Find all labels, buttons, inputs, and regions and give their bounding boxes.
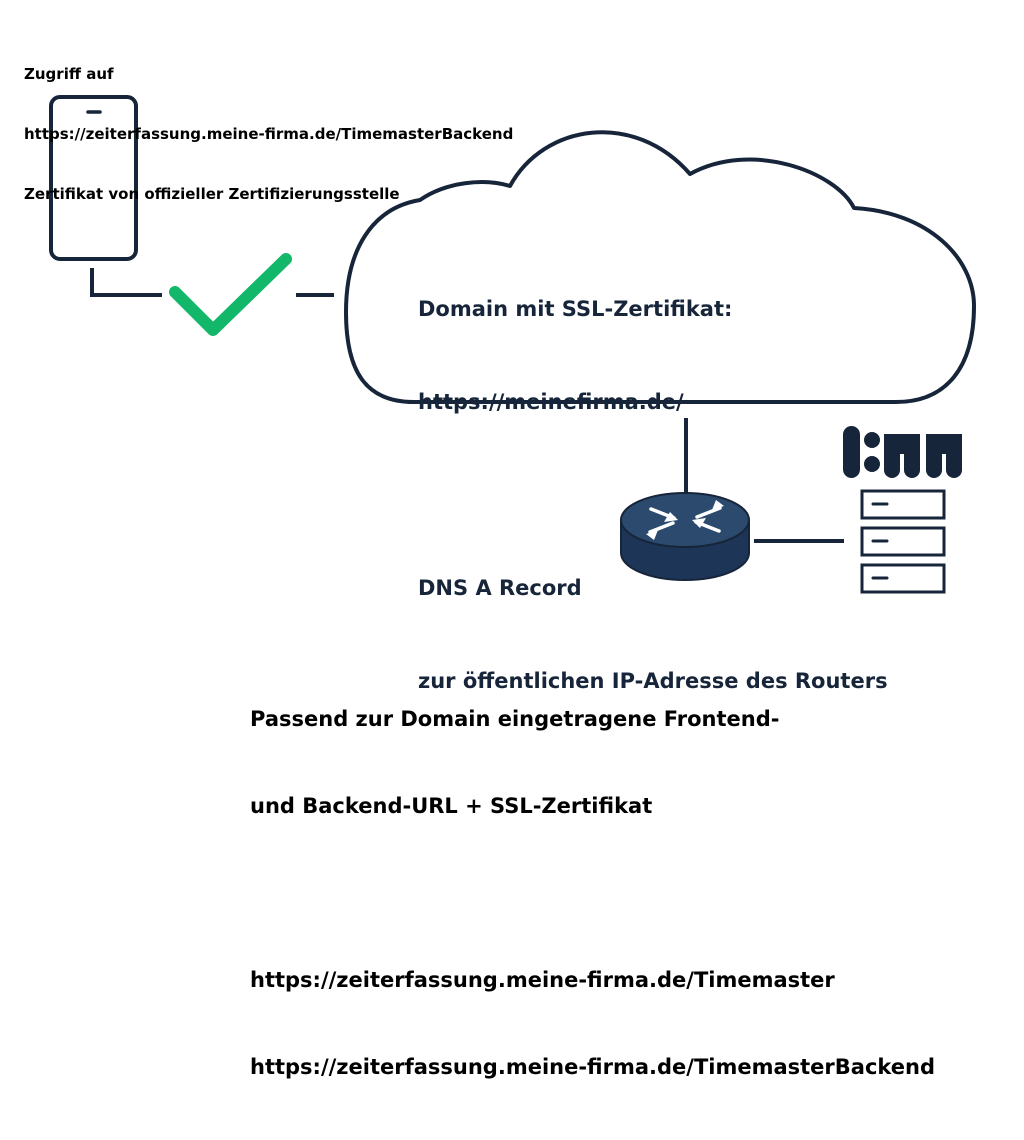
- access-caption-line-1: Zugriff auf: [24, 65, 114, 83]
- phone-connector-line: [90, 268, 162, 297]
- cloud-label-line-3: [418, 480, 888, 511]
- description-line-3: [250, 879, 935, 908]
- diagram-graphics: [49, 95, 976, 594]
- access-caption-line-2: https://zeiterfassung.meine-firma.de/Tim…: [24, 125, 514, 143]
- description-line-2: und Backend-URL + SSL-Zertifikat: [250, 794, 653, 818]
- phone-icon: [49, 95, 138, 261]
- router-icon: [620, 492, 750, 581]
- cloud-label-line-5: zur öffentlichen IP-Adresse des Routers: [418, 669, 888, 693]
- checkmark-icon: [169, 253, 292, 336]
- cloud-label-line-2: https://meinefirma.de/: [418, 390, 684, 414]
- cloud-label-line-4: DNS A Record: [418, 576, 582, 600]
- access-caption-line-3: Zertifikat von offizieller Zertifizierun…: [24, 185, 400, 203]
- backend-url: https://zeiterfassung.meine-firma.de/Tim…: [250, 1055, 936, 1079]
- cloud-label-line-1: Domain mit SSL-Zertifikat:: [418, 297, 733, 321]
- diagram: Zugriff auf https://zeiterfassung.meine-…: [24, 24, 976, 1079]
- description-line-1: Passend zur Domain eingetragene Frontend…: [250, 707, 780, 731]
- timemaster-logo-icon: [843, 426, 962, 478]
- domain-url-description: Passend zur Domain eingetragene Frontend…: [250, 647, 935, 1140]
- cloud-icon: [344, 130, 976, 404]
- frontend-url: https://zeiterfassung.meine-firma.de/Tim…: [250, 968, 835, 992]
- cloud-label: Domain mit SSL-Zertifikat: https://meine…: [418, 232, 888, 759]
- access-caption: Zugriff auf https://zeiterfassung.meine-…: [24, 24, 513, 244]
